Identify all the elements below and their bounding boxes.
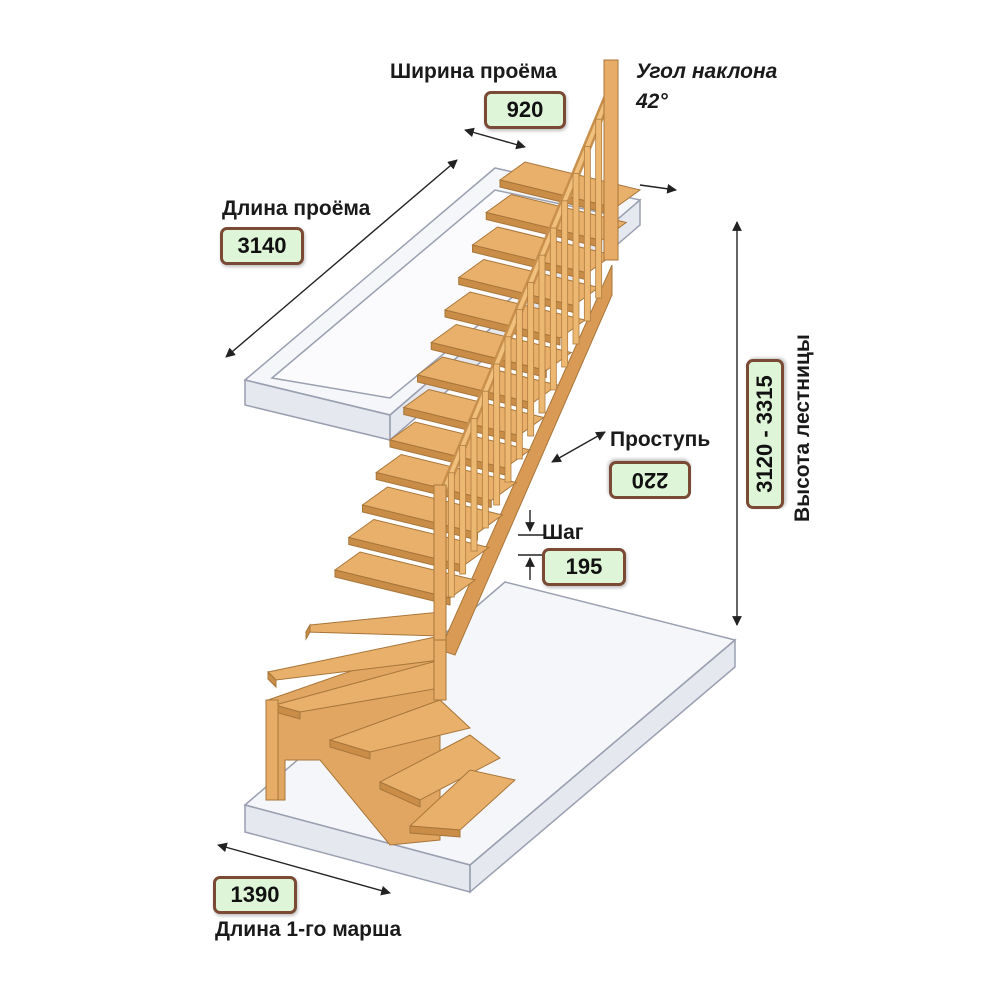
winder-tread-nosing xyxy=(329,739,371,760)
tread-label: Проступь xyxy=(610,428,711,451)
first-flight-arrow xyxy=(217,842,391,896)
winder-tread-nosing xyxy=(379,781,421,808)
opening-width-arrow xyxy=(464,127,526,150)
tread-arrow xyxy=(551,431,606,463)
dimension-arrows xyxy=(217,127,742,896)
baluster xyxy=(595,118,603,299)
slope-angle-value: 42° xyxy=(636,90,668,113)
opening-length-label: Длина проёма xyxy=(222,197,371,220)
baluster xyxy=(504,336,512,483)
upper-tread-nosing xyxy=(334,569,451,606)
baluster xyxy=(459,445,467,575)
tread-badge: 220 xyxy=(609,461,691,499)
first-flight-label: Длина 1-го марша xyxy=(215,918,402,941)
opening-length-arrow xyxy=(225,159,458,358)
stair-height-label: Высота лестницы xyxy=(791,334,814,522)
baluster xyxy=(470,417,478,552)
baluster xyxy=(493,363,501,506)
opening-length-badge: 3140 xyxy=(220,227,304,265)
balusters xyxy=(447,118,603,598)
slope-angle-label: Угол наклона xyxy=(636,60,778,83)
baluster xyxy=(447,472,455,598)
baluster xyxy=(515,309,523,460)
stair-height-badge: 3120 - 3315 xyxy=(746,359,784,509)
baluster xyxy=(561,200,569,368)
step-badge: 195 xyxy=(542,548,626,586)
opening-width-label: Ширина проёма xyxy=(390,60,557,83)
baluster xyxy=(481,390,489,529)
winder-tread-nosing xyxy=(409,825,461,838)
baluster xyxy=(572,173,580,345)
baluster xyxy=(538,254,546,414)
baluster xyxy=(583,145,591,322)
first-flight-badge: 1390 xyxy=(213,876,297,914)
winder-tread xyxy=(305,611,441,637)
winder-tread-nosing xyxy=(305,623,311,641)
winder-tread-nosing xyxy=(267,670,277,689)
baluster xyxy=(527,281,535,437)
opening-width-badge: 920 xyxy=(484,91,566,129)
angle-arrow xyxy=(639,183,677,194)
baluster xyxy=(549,227,557,391)
step-label: Шаг xyxy=(542,521,584,544)
newel-posts xyxy=(265,59,619,801)
handrail xyxy=(435,87,615,505)
